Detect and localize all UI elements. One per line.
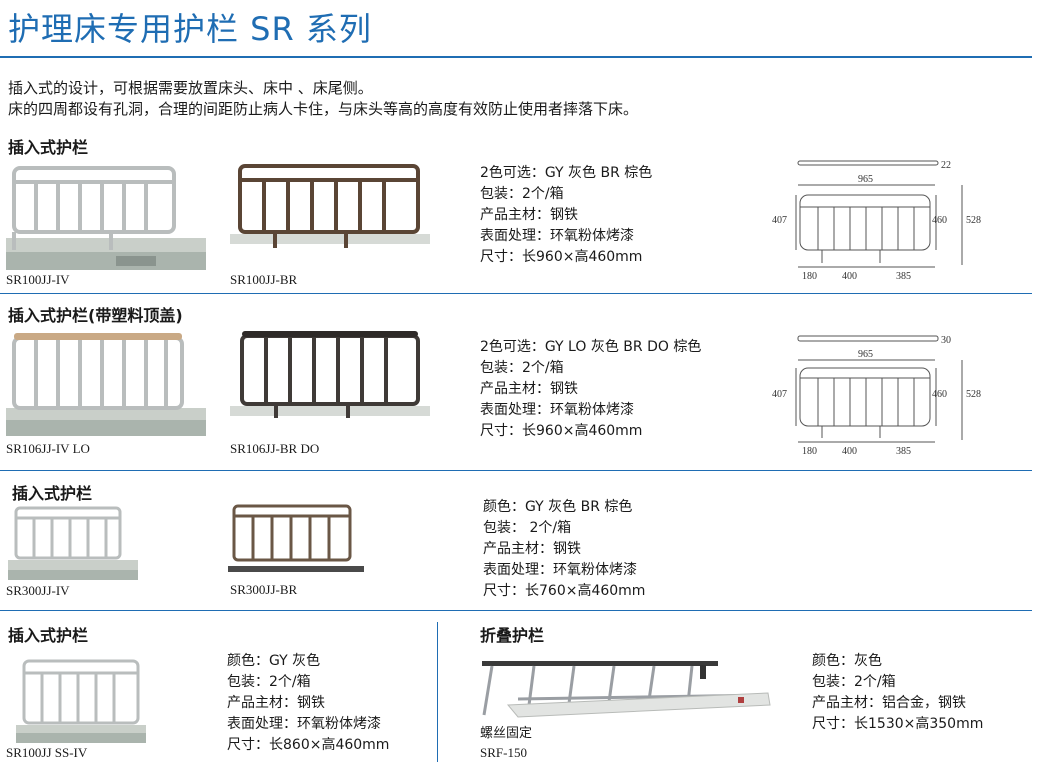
section-heading: 折叠护栏 — [480, 626, 545, 645]
dim-width: 965 — [858, 174, 873, 185]
product-image-sr100jj-iv — [6, 166, 206, 270]
dim-bottom-1: 180 — [802, 446, 817, 457]
section-heading: 插入式护栏(带塑料顶盖) — [8, 306, 183, 325]
dim-bottom-2: 400 — [842, 446, 857, 457]
spec-finish: 表面处理：环氧粉体烤漆 — [480, 402, 634, 418]
spec-packing: 包装： 2个/箱 — [483, 520, 572, 536]
dim-inner-height: 460 — [932, 215, 947, 226]
spec-finish: 表面处理：环氧粉体烤漆 — [483, 562, 637, 578]
spec-material: 产品主材：铝合金，钢铁 — [812, 695, 966, 711]
dim-top-bar: 22 — [941, 160, 951, 171]
dimension-drawing: 30 965 407 460 528 180 400 385 — [772, 335, 981, 457]
spec-colors: 2色可选：GY LO 灰色 BR DO 棕色 — [480, 339, 702, 355]
section-heading: 插入式护栏 — [12, 484, 93, 503]
spec-material: 产品主材：钢铁 — [480, 381, 578, 397]
product-image-sr106jj-br-do — [230, 331, 430, 418]
spec-size: 尺寸：长760×高460mm — [483, 583, 646, 599]
product-model: SR106JJ-IV LO — [6, 441, 90, 456]
dim-top-bar: 30 — [941, 335, 951, 346]
dimension-drawing: 22 965 407 460 528 180 400 385 — [772, 160, 981, 282]
spec-colors: 颜色：GY 灰色 — [227, 653, 321, 669]
product-model: SR100JJ SS-IV — [6, 745, 88, 760]
spec-material: 产品主材：钢铁 — [483, 541, 581, 557]
dim-bottom-2: 400 — [842, 271, 857, 282]
product-model: SRF-150 — [480, 745, 527, 760]
spec-list: 2色可选：GY 灰色 BR 棕色 包装：2个/箱 产品主材：钢铁 表面处理：环氧… — [480, 163, 652, 268]
product-model: SR100JJ-BR — [230, 272, 298, 287]
product-image-srf-150 — [482, 661, 771, 718]
product-image-sr106jj-iv-lo — [6, 333, 206, 436]
spec-finish: 表面处理：环氧粉体烤漆 — [227, 716, 381, 732]
spec-size: 尺寸：长860×高460mm — [227, 737, 390, 753]
spec-list: 颜色：GY 灰色 包装：2个/箱 产品主材：钢铁 表面处理：环氧粉体烤漆 尺寸：… — [227, 651, 389, 756]
spec-colors: 颜色：GY 灰色 BR 棕色 — [483, 499, 633, 515]
dim-bottom-1: 180 — [802, 271, 817, 282]
dim-width: 965 — [858, 349, 873, 360]
section-divider — [0, 470, 1032, 471]
spec-material: 产品主材：钢铁 — [480, 207, 578, 223]
spec-packing: 包装：2个/箱 — [812, 674, 896, 690]
spec-material: 产品主材：钢铁 — [227, 695, 325, 711]
spec-colors: 颜色：灰色 — [812, 653, 882, 669]
product-image-sr300jj-iv — [8, 506, 138, 580]
spec-colors: 2色可选：GY 灰色 BR 棕色 — [480, 165, 653, 181]
product-model: SR100JJ-IV — [6, 272, 70, 287]
product-model: SR106JJ-BR DO — [230, 441, 320, 456]
product-image-sr100jj-ss-iv — [16, 659, 146, 743]
section-divider — [0, 293, 1032, 294]
intro-line-2: 床的四周都设有孔洞，合理的间距防止病人卡住，与床头等高的高度有效防止使用者摔落下… — [8, 100, 639, 118]
spec-packing: 包装：2个/箱 — [480, 186, 564, 202]
spec-list: 颜色：灰色 包装：2个/箱 产品主材：铝合金，钢铁 尺寸：长1530×高350m… — [812, 651, 983, 735]
spec-size: 尺寸：长960×高460mm — [480, 249, 643, 265]
spec-list: 2色可选：GY LO 灰色 BR DO 棕色 包装：2个/箱 产品主材：钢铁 表… — [480, 337, 701, 442]
product-model: SR300JJ-BR — [230, 582, 298, 597]
section-heading: 插入式护栏 — [8, 626, 89, 645]
dim-inner-height: 460 — [932, 389, 947, 400]
section-divider — [0, 610, 1032, 611]
dim-left-height: 407 — [772, 389, 787, 400]
product-image-sr300jj-br — [228, 504, 364, 572]
dim-total-height: 528 — [966, 215, 981, 226]
spec-packing: 包装：2个/箱 — [227, 674, 311, 690]
column-divider — [437, 622, 438, 762]
intro-line-1: 插入式的设计，可根据需要放置床头、床中 、床尾侧。 — [8, 79, 373, 97]
title-divider — [0, 56, 1032, 58]
product-caption: 螺丝固定 — [480, 726, 533, 741]
dim-total-height: 528 — [966, 389, 981, 400]
page-title: 护理床专用护栏 SR 系列 — [8, 10, 372, 48]
dim-bottom-3: 385 — [896, 446, 911, 457]
spec-size: 尺寸：长960×高460mm — [480, 423, 643, 439]
section-heading: 插入式护栏 — [8, 138, 89, 157]
dim-bottom-3: 385 — [896, 271, 911, 282]
product-model: SR300JJ-IV — [6, 583, 70, 598]
spec-size: 尺寸：长1530×高350mm — [812, 716, 984, 732]
spec-list: 颜色：GY 灰色 BR 棕色 包装： 2个/箱 产品主材：钢铁 表面处理：环氧粉… — [483, 497, 645, 602]
spec-packing: 包装：2个/箱 — [480, 360, 564, 376]
dim-left-height: 407 — [772, 215, 787, 226]
spec-finish: 表面处理：环氧粉体烤漆 — [480, 228, 634, 244]
product-image-sr100jj-br — [230, 164, 430, 248]
